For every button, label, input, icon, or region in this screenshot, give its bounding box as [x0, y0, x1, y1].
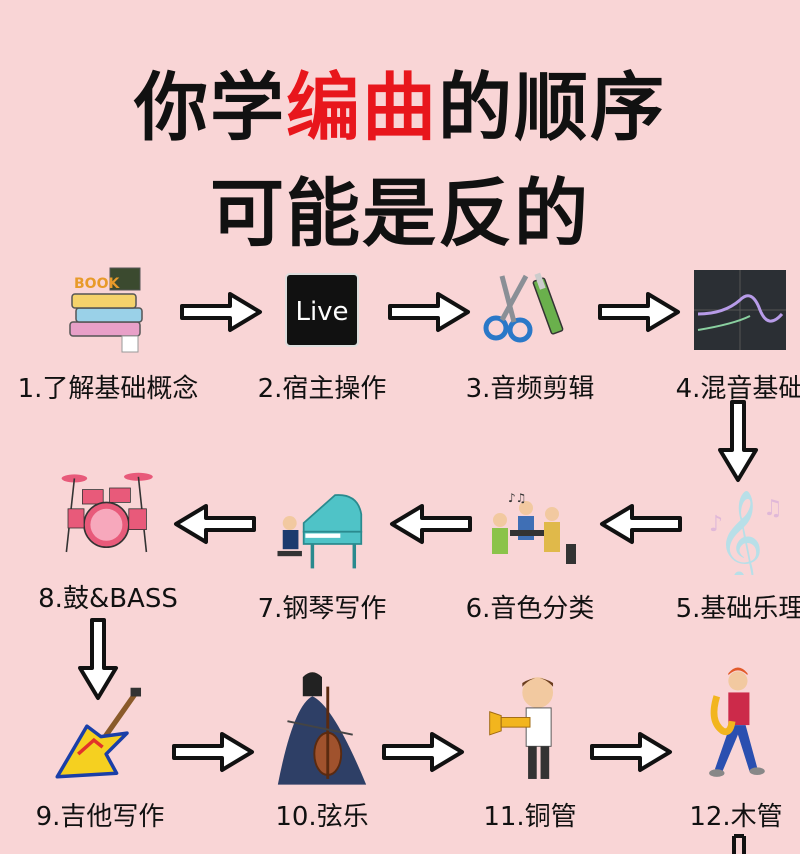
step-11: 11.铜管: [430, 670, 630, 833]
band-icon: ♪♫: [482, 482, 578, 578]
step-4: 4.混音基础: [640, 262, 800, 405]
page-title-line2: 可能是反的: [210, 171, 590, 257]
step-label: 6.音色分类: [465, 594, 595, 624]
arrow-right-icon: [598, 292, 680, 332]
page-title-line1: 你学编曲的顺序: [0, 48, 800, 155]
step-label: 7.钢琴写作: [257, 594, 387, 624]
arrow-right-icon: [172, 732, 254, 772]
arrow-right-icon: [590, 732, 672, 772]
svg-text:𝄞: 𝄞: [716, 489, 763, 575]
arrow-right-icon: [382, 732, 464, 772]
step-label: 2.宿主操作: [257, 374, 387, 404]
eq-screen-icon: [692, 262, 788, 358]
arrow-left-icon: [174, 504, 256, 544]
svg-text:♪♫: ♪♫: [508, 491, 526, 505]
title-part1: 你学: [134, 65, 286, 151]
arrow-left-icon: [390, 504, 472, 544]
drum-kit-icon: [60, 454, 156, 578]
title-part2: 的顺序: [438, 65, 666, 151]
arrow-right-icon: [180, 292, 262, 332]
step-2: Live 2.宿主操作: [222, 262, 422, 405]
step-12: 12.木管: [636, 664, 800, 833]
svg-text:BOOK: BOOK: [74, 276, 120, 292]
step-label: 1.了解基础概念: [17, 374, 199, 404]
step-1: BOOK 1.了解基础概念: [8, 262, 208, 405]
arrow-down-icon: [78, 618, 118, 700]
step-label: 10.弦乐: [275, 802, 369, 832]
step-label: 3.音频剪辑: [465, 374, 595, 404]
live-logo-text: Live: [295, 297, 348, 327]
step-3: 3.音频剪辑: [430, 262, 630, 405]
step-10: 10.弦乐: [222, 664, 422, 833]
guitar-icon: [52, 678, 148, 790]
step-label: 11.铜管: [483, 802, 577, 832]
arrow-right-icon: [388, 292, 470, 332]
arrow-left-icon: [600, 504, 682, 544]
svg-text:♫: ♫: [763, 496, 783, 521]
title-highlight: 编曲: [286, 65, 438, 151]
step-label: 5.基础乐理: [675, 594, 800, 624]
piano-icon: [274, 482, 370, 578]
step-label: 9.吉他写作: [35, 802, 165, 832]
step-5: 𝄞 ♪ ♫ 5.基础乐理: [640, 482, 800, 625]
step-6: ♪♫ 6.音色分类: [430, 482, 630, 625]
step-9: 9.吉他写作: [0, 678, 200, 833]
ableton-live-icon: Live: [274, 262, 370, 358]
cello-player-icon: [274, 664, 370, 790]
scissors-icon: [482, 262, 578, 358]
saxophone-player-icon: [688, 664, 784, 790]
step-label: 12.木管: [689, 802, 783, 832]
arrow-down-icon: [718, 400, 758, 482]
step-label: 4.混音基础: [675, 374, 800, 404]
arrow-down-partial-icon: [732, 834, 746, 854]
step-8: 8.鼓&BASS: [8, 454, 208, 615]
books-icon: BOOK: [60, 262, 156, 358]
step-label: 8.鼓&BASS: [38, 584, 178, 614]
svg-text:♪: ♪: [709, 512, 723, 537]
step-7: 7.钢琴写作: [222, 482, 422, 625]
treble-clef-icon: 𝄞 ♪ ♫: [692, 482, 788, 578]
trumpet-player-icon: [482, 670, 578, 790]
